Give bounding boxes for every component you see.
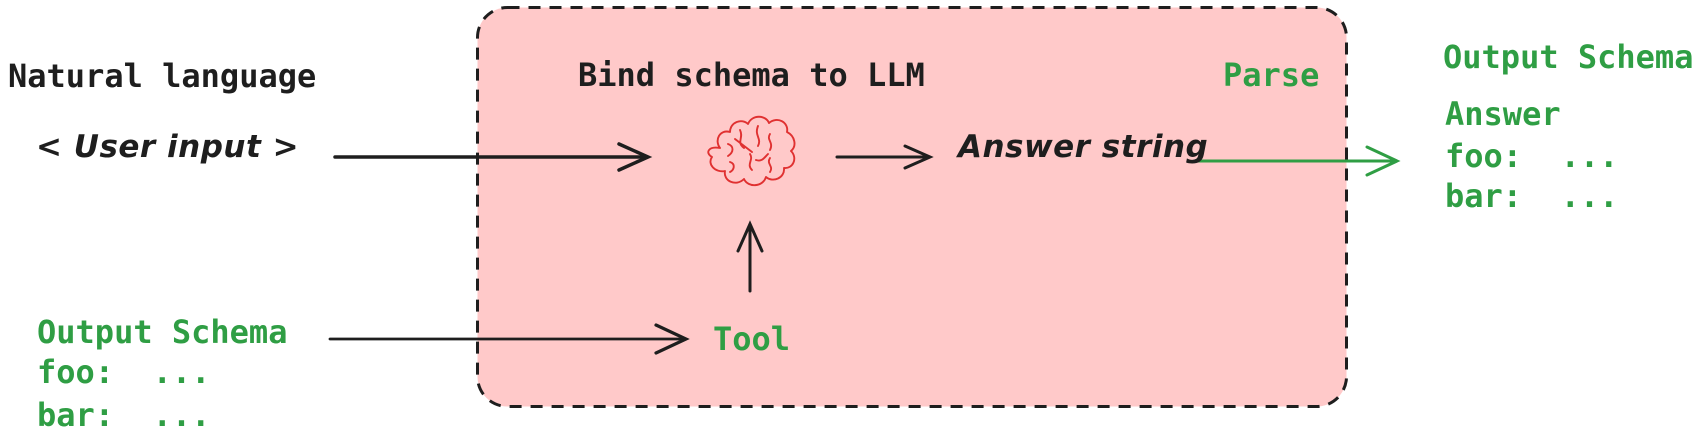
user-input-label: < User input > [36, 129, 300, 165]
arrow-user-input-to-llm [333, 142, 653, 172]
tool-label: Tool [713, 320, 791, 358]
arrow-tool-to-llm [736, 220, 764, 293]
input-schema-line-bar: bar: ... [37, 396, 211, 434]
bind-schema-label: Bind schema to LLM [578, 56, 925, 94]
output-schema-title: Output Schema [1443, 38, 1694, 76]
output-answer-label: Answer [1445, 95, 1561, 133]
natural-language-label: Natural language [8, 57, 317, 95]
input-schema-line-foo: foo: ... [37, 353, 211, 391]
arrow-llm-to-answer-string [835, 144, 934, 170]
answer-string-label: Answer string [958, 129, 1209, 165]
input-schema-title: Output Schema [37, 313, 288, 351]
arrow-parse-to-output [1193, 145, 1401, 177]
output-line-foo: foo: ... [1445, 137, 1619, 175]
brain-icon [707, 115, 796, 187]
parse-label: Parse [1223, 56, 1320, 94]
output-line-bar: bar: ... [1445, 177, 1619, 215]
arrow-schema-to-tool [328, 323, 690, 355]
